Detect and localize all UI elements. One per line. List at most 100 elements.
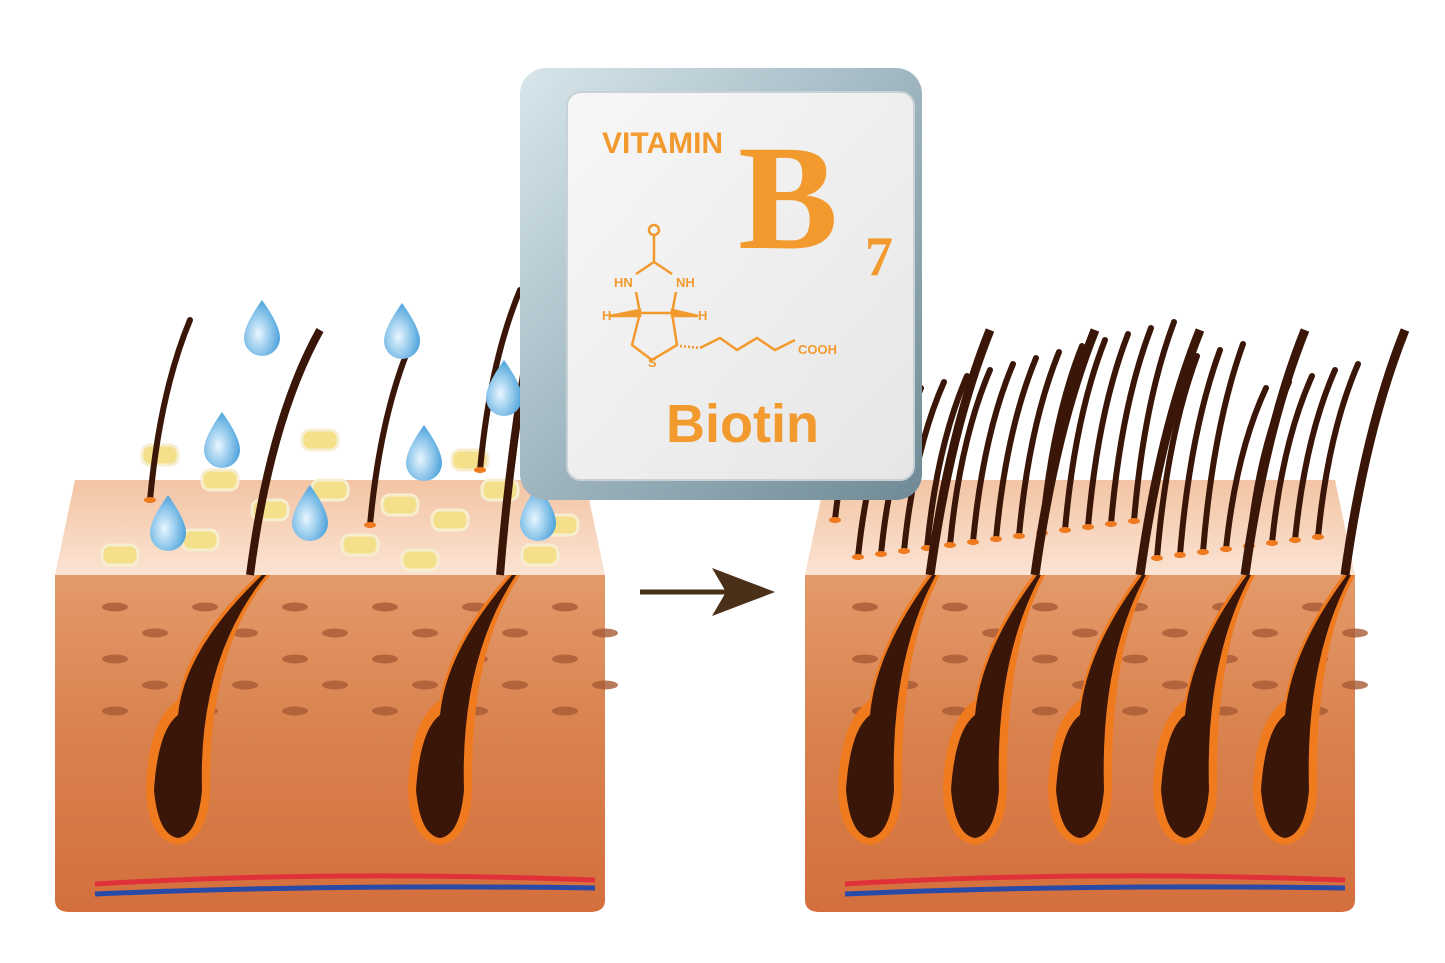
hair-pore (1059, 527, 1071, 533)
skin-cell (1072, 628, 1098, 638)
skin-cell (322, 680, 348, 690)
hair-pore (1013, 533, 1025, 539)
hair-pore (1266, 540, 1278, 546)
sulfur-label: S (648, 355, 657, 370)
vitamin-label: VITAMIN (602, 127, 723, 160)
water-droplet (384, 303, 420, 359)
hair-strand (1062, 337, 1108, 533)
skin-cell (1342, 680, 1368, 690)
hair-strand (1030, 328, 1100, 576)
hair-strand (924, 373, 970, 551)
hair-bulb (1056, 575, 1146, 838)
skin-cell (412, 628, 438, 638)
dandruff-flake (380, 493, 420, 517)
hair-strand (477, 287, 523, 473)
hair-strand (1269, 373, 1315, 546)
water-droplet (150, 495, 186, 551)
skin-layers (55, 575, 605, 912)
dandruff-flake (520, 543, 560, 567)
skin-cell (412, 680, 438, 690)
biotin-label: Biotin (666, 394, 819, 454)
water-droplet (204, 412, 240, 468)
hair-pore (898, 548, 910, 554)
skin-cell (102, 602, 128, 612)
skin-cell (232, 628, 258, 638)
skin-cell (592, 628, 618, 638)
hair-strand (1131, 319, 1177, 524)
hair-pore (1289, 537, 1301, 543)
hair-strand (1200, 341, 1246, 555)
acid-label: COOH (798, 342, 837, 357)
hair-pore (990, 536, 1002, 542)
hair-strand (1292, 367, 1338, 543)
artery (94, 873, 596, 887)
skin-cell (142, 680, 168, 690)
skin-cell (372, 602, 398, 612)
dandruff-flake (300, 428, 340, 452)
dandruff-flake (100, 543, 140, 567)
h-left-label: H (602, 308, 611, 323)
hair-strand (147, 317, 193, 503)
dandruff-flake (180, 528, 220, 552)
hair-strand (1240, 328, 1310, 576)
skin-cell (502, 680, 528, 690)
hair-pore (829, 517, 841, 523)
skin-cell (372, 654, 398, 664)
skin-cell (192, 602, 218, 612)
skin-cell (552, 654, 578, 664)
hair-pore (1128, 518, 1140, 524)
vitamin-card: VITAMIN B 7 Biotin O HN NH H H S COOH (520, 68, 922, 500)
hair-strand (947, 367, 993, 548)
hair-bulb (154, 575, 266, 838)
dandruff-flake (430, 508, 470, 532)
hair-bulb (951, 575, 1041, 838)
hair-pore (944, 542, 956, 548)
hair-strand (1154, 353, 1200, 561)
dandruff-flake (400, 548, 440, 572)
biotin-structure (609, 223, 796, 362)
hair-strand (246, 328, 324, 576)
vitamin-letter: B (738, 115, 838, 281)
hair-strand (1177, 347, 1223, 558)
hair-pore (1197, 549, 1209, 555)
skin-cell (372, 706, 398, 716)
hair-strand (367, 342, 413, 528)
nh-label: NH (676, 275, 695, 290)
vein (844, 884, 1346, 897)
skin-cell (1122, 706, 1148, 716)
skin-cell (1032, 706, 1058, 716)
hair-pore (852, 554, 864, 560)
hair-pore (1312, 534, 1324, 540)
skin-cell (322, 628, 348, 638)
hair-bulb (1261, 575, 1351, 838)
skin-cell (552, 602, 578, 612)
vitamin-subscript: 7 (865, 226, 893, 288)
hair-strand (993, 355, 1039, 542)
dandruff-flake (340, 533, 380, 557)
hair-pore (1151, 555, 1163, 561)
hair-pore (364, 522, 376, 528)
progress-arrow-icon (640, 568, 775, 616)
skin-cell (942, 602, 968, 612)
hair-strand (970, 361, 1016, 545)
hair-pore (875, 551, 887, 557)
skin-cell (1252, 680, 1278, 690)
hair-pore (1174, 552, 1186, 558)
hair-strand (1016, 349, 1062, 539)
water-droplet (292, 485, 328, 541)
hair-pore (144, 497, 156, 503)
skin-cell (282, 654, 308, 664)
skin-cell (942, 706, 968, 716)
hair-pore (1082, 524, 1094, 530)
skin-cell (232, 680, 258, 690)
skin-cell (1032, 602, 1058, 612)
hair-bulb (846, 575, 936, 838)
hair-strand (925, 328, 995, 576)
hair-pore (1220, 546, 1232, 552)
hair-pore (967, 539, 979, 545)
hair-bulb (1161, 575, 1251, 838)
water-droplet (406, 425, 442, 481)
hair-strand (1223, 385, 1269, 552)
hair-bulb (416, 575, 516, 838)
